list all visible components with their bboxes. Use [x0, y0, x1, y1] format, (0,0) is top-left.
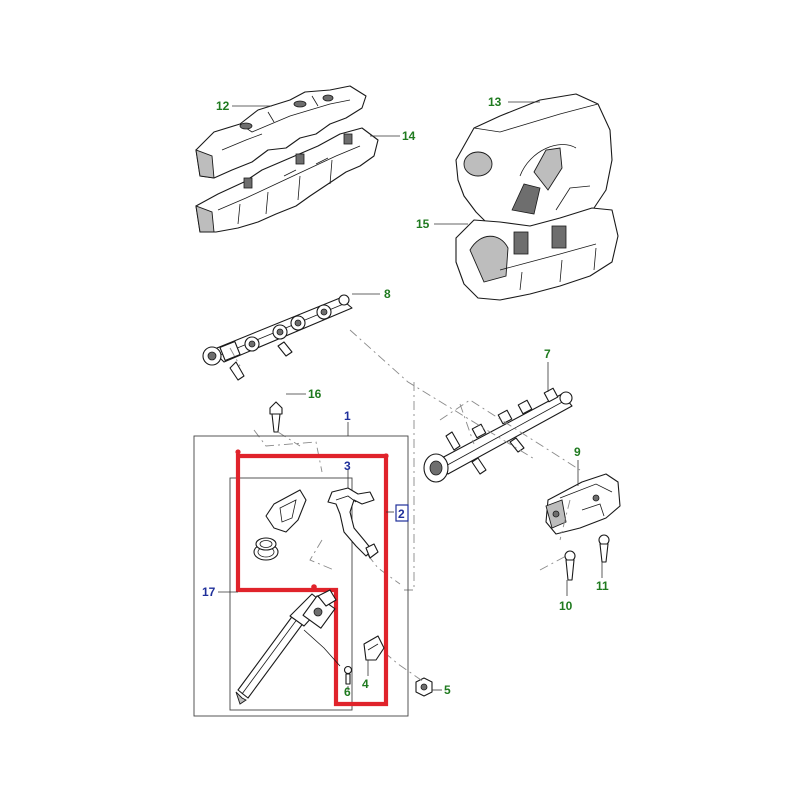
label-8[interactable]: 8 [384, 287, 391, 301]
label-17[interactable]: 17 [202, 585, 216, 599]
part-5-nut[interactable] [415, 677, 433, 697]
part-11-bolt[interactable] [598, 534, 610, 563]
fuel-injector[interactable] [235, 589, 341, 705]
label-14[interactable]: 14 [402, 129, 416, 143]
part-labels: 12 14 13 15 8 7 9 10 11 16 1 3 2 17 4 6 … [202, 95, 609, 699]
part-12-upper-cover[interactable] [195, 85, 367, 179]
rail-ports-left [244, 304, 332, 352]
label-7[interactable]: 7 [544, 347, 551, 361]
part-7-right-fuel-rail[interactable] [423, 387, 573, 483]
part-10-bolt[interactable] [564, 550, 576, 581]
rail-ports-right [471, 387, 559, 439]
label-5[interactable]: 5 [444, 683, 451, 697]
label-16[interactable]: 16 [308, 387, 322, 401]
part-8-left-fuel-rail[interactable] [202, 294, 353, 381]
label-2-selection-box [395, 504, 409, 522]
label-11[interactable]: 11 [596, 579, 609, 593]
label-6[interactable]: 6 [344, 685, 351, 699]
part-16-bolt[interactable] [269, 401, 283, 433]
part-9-bracket[interactable] [545, 473, 621, 535]
assembly-17-frame [229, 477, 353, 711]
part-4-clip[interactable] [363, 635, 385, 661]
part-15-lower-engine-cover[interactable] [455, 207, 619, 301]
leader-lines [218, 101, 603, 691]
injector-o-rings[interactable] [253, 537, 279, 561]
label-3[interactable]: 3 [344, 459, 351, 473]
part-14-lower-cover[interactable] [195, 127, 379, 233]
part-13-engine-cover[interactable] [455, 93, 613, 233]
highlight-outline [235, 449, 389, 707]
label-2[interactable]: 2 [398, 507, 405, 521]
label-10[interactable]: 10 [559, 599, 573, 613]
part-3-fuel-pipe[interactable] [327, 487, 379, 559]
label-15[interactable]: 15 [416, 217, 430, 231]
label-13[interactable]: 13 [488, 95, 502, 109]
assembly-centerlines [229, 329, 581, 683]
assembly-1-frame [193, 422, 409, 717]
injector-clamp-seal[interactable] [265, 489, 307, 533]
label-1[interactable]: 1 [344, 409, 351, 423]
label-4[interactable]: 4 [362, 677, 369, 691]
label-12[interactable]: 12 [216, 99, 230, 113]
part-6-fitting[interactable] [343, 665, 353, 685]
label-9[interactable]: 9 [574, 445, 581, 459]
